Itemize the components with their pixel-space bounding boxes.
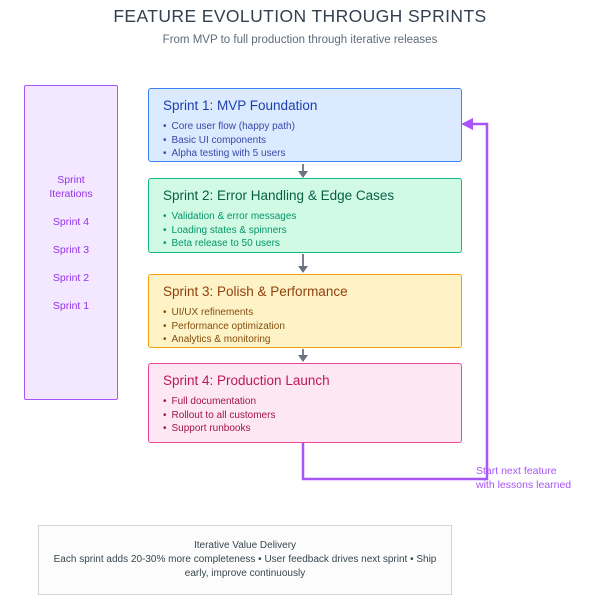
bullet-item: Core user flow (happy path)	[163, 120, 447, 134]
sidebar-item-sprint4: Sprint 4	[52, 216, 90, 228]
feedback-loop-label-line1: Start next feature	[476, 465, 557, 477]
bullet-item: Loading states & spinners	[163, 224, 447, 238]
sprint-2-title: Sprint 2: Error Handling & Edge Cases	[163, 188, 395, 203]
bullet-item: Performance optimization	[163, 320, 447, 334]
bullet-item: Rollout to all customers	[163, 409, 447, 423]
sprint-4-bullet-list: Full documentation Rollout to all custom…	[163, 395, 447, 436]
sidebar-item-sprint3: Sprint 3	[52, 244, 90, 256]
sprint-4-title: Sprint 4: Production Launch	[163, 373, 330, 388]
bullet-item: Basic UI components	[163, 134, 447, 148]
sprint-3-bullet-list: UI/UX refinements Performance optimizati…	[163, 306, 447, 347]
sidebar-item-sprint2: Sprint 2	[52, 272, 90, 284]
bullet-item: Support runbooks	[163, 422, 447, 436]
feedback-loop-label: Start next feature with lessons learned	[476, 464, 596, 492]
panel-heading-line2: Iterations	[49, 188, 93, 200]
sprint-1-title: Sprint 1: MVP Foundation	[163, 98, 318, 113]
sprint-1-card: Sprint 1: MVP Foundation Core user flow …	[148, 88, 462, 162]
bullet-item: Beta release to 50 users	[163, 237, 447, 251]
down-arrow-icon	[298, 164, 308, 178]
page-subtitle: From MVP to full production through iter…	[162, 34, 438, 46]
feedback-loop-label-line2: with lessons learned	[476, 479, 572, 491]
sprint-3-title: Sprint 3: Polish & Performance	[163, 284, 348, 299]
bullet-item: Validation & error messages	[163, 210, 447, 224]
page-title: FEATURE EVOLUTION THROUGH SPRINTS	[113, 6, 487, 26]
sprint-3-card: Sprint 3: Polish & Performance UI/UX ref…	[148, 274, 462, 348]
bullet-item: Full documentation	[163, 395, 447, 409]
footer-text: Each sprint adds 20-30% more completenes…	[53, 554, 437, 579]
down-arrow-icon	[298, 349, 308, 362]
sprint-2-card: Sprint 2: Error Handling & Edge Cases Va…	[148, 178, 462, 253]
sprint-iterations-panel: Sprint Iterations Sprint 4 Sprint 3 Spri…	[24, 85, 118, 400]
footer-note: Iterative Value Delivery Each sprint add…	[38, 525, 452, 595]
panel-heading-line1: Sprint	[57, 174, 85, 186]
sprint-1-bullet-list: Core user flow (happy path) Basic UI com…	[163, 120, 447, 161]
bullet-item: Alpha testing with 5 users	[163, 147, 447, 161]
sprint-2-bullet-list: Validation & error messages Loading stat…	[163, 210, 447, 251]
footer-title: Iterative Value Delivery	[193, 540, 297, 551]
bullet-item: UI/UX refinements	[163, 306, 447, 320]
bullet-item: Analytics & monitoring	[163, 333, 447, 347]
sidebar-item-sprint1: Sprint 1	[52, 300, 90, 312]
sprint-4-card: Sprint 4: Production Launch Full documen…	[148, 363, 462, 443]
down-arrow-icon	[298, 254, 308, 273]
